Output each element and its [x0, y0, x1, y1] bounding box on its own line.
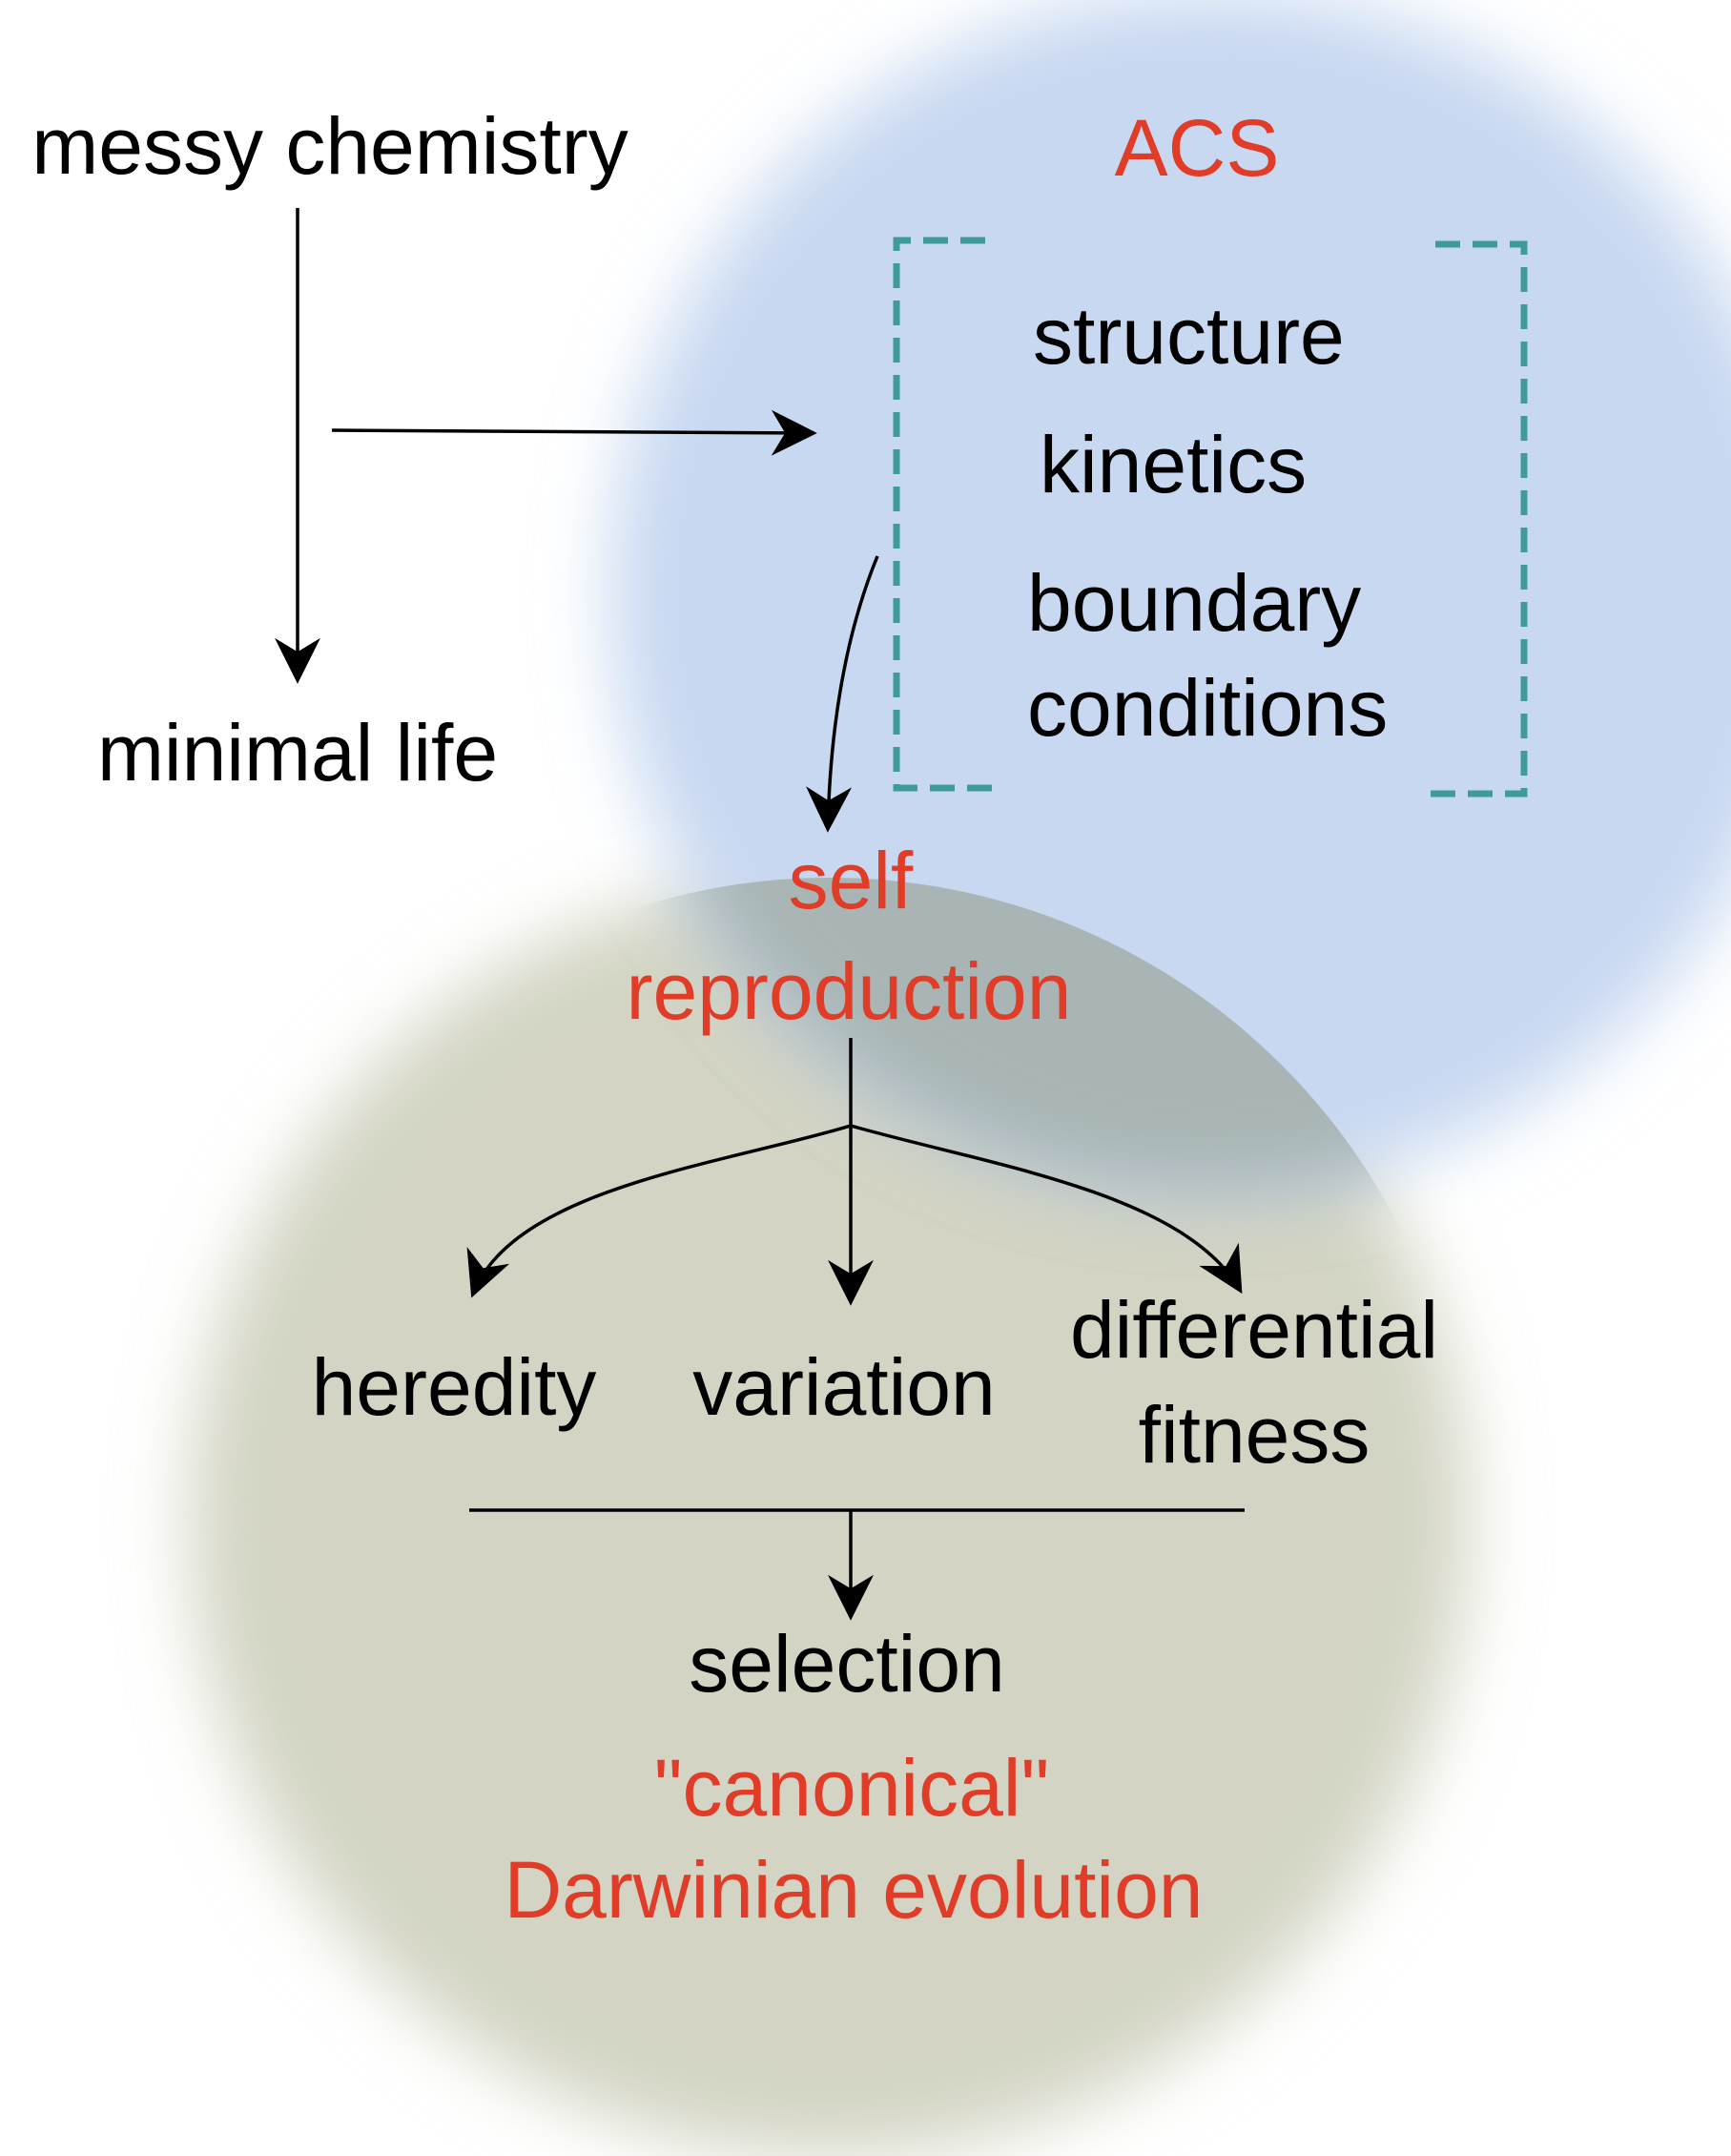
label-minimal-life: minimal life	[97, 708, 498, 798]
label-selection: selection	[689, 1619, 1005, 1709]
label-structure: structure	[1033, 291, 1345, 381]
label-self: self	[789, 836, 914, 925]
label-reproduction: reproduction	[627, 946, 1072, 1036]
label-acs: ACS	[1115, 103, 1280, 193]
acs-bracket	[893, 237, 1528, 798]
bracket-right	[1428, 240, 1528, 798]
overlap-region	[610, 878, 1469, 1192]
label-variation: variation	[692, 1342, 996, 1432]
label-canonical: "canonical"	[654, 1743, 1050, 1833]
label-kinetics: kinetics	[1040, 420, 1307, 509]
arrow-to-acs	[331, 409, 817, 456]
label-heredity: heredity	[312, 1342, 597, 1432]
label-conditions: conditions	[1027, 663, 1388, 753]
arrow-to-heredity	[466, 1124, 852, 1298]
label-boundary: boundary	[1027, 558, 1361, 648]
label-differential: differential	[1070, 1285, 1438, 1375]
label-fitness: fitness	[1139, 1390, 1370, 1480]
arrow-to-differential-fitness	[850, 1124, 1243, 1295]
evolution-circle	[191, 878, 1469, 2156]
arrows	[275, 208, 1245, 1621]
arrow-acs-to-reproduction	[806, 555, 879, 833]
label-messy-chemistry: messy chemistry	[31, 101, 628, 191]
label-darwinian-evolution: Darwinian evolution	[504, 1845, 1203, 1935]
bracket-left	[893, 237, 992, 792]
